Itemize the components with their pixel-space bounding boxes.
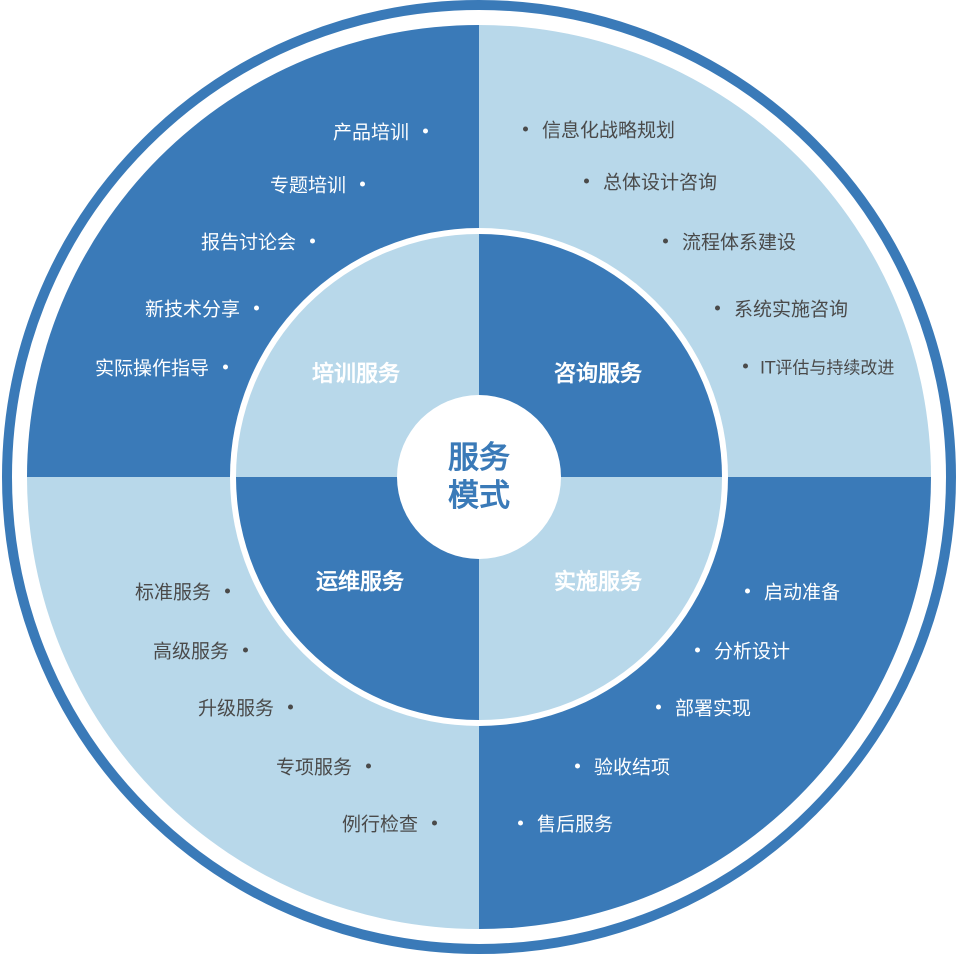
training-item: 报告讨论会 bbox=[201, 228, 315, 255]
bullet-icon bbox=[584, 178, 589, 184]
item-label: 产品培训 bbox=[332, 121, 409, 144]
item-label: 例行检查 bbox=[341, 813, 418, 836]
bullet-icon bbox=[745, 588, 750, 594]
consulting-title: 咨询服务 bbox=[553, 362, 643, 387]
operations-item: 标准服务 bbox=[135, 578, 230, 605]
training-item: 实际操作指导 bbox=[95, 354, 228, 381]
bullet-icon bbox=[366, 763, 371, 769]
item-label: 新技术分享 bbox=[144, 298, 240, 321]
item-label: 高级服务 bbox=[152, 640, 229, 663]
item-label: 专题培训 bbox=[269, 174, 346, 197]
operations-title: 运维服务 bbox=[315, 570, 405, 595]
item-label: 实际操作指导 bbox=[94, 357, 209, 380]
bullet-icon bbox=[310, 238, 315, 244]
bullet-icon bbox=[223, 364, 228, 370]
consulting-item: 总体设计咨询 bbox=[584, 168, 717, 195]
implementation-item: 部署实现 bbox=[656, 694, 751, 721]
bullet-icon bbox=[695, 647, 700, 653]
item-label: 专项服务 bbox=[275, 756, 352, 779]
training-item: 产品培训 bbox=[333, 118, 428, 145]
item-label: 系统实施咨询 bbox=[734, 298, 849, 321]
item-label: 标准服务 bbox=[134, 581, 211, 604]
item-label: 报告讨论会 bbox=[200, 231, 296, 254]
bullet-icon bbox=[663, 238, 668, 244]
operations-item: 专项服务 bbox=[276, 753, 371, 780]
bullet-icon bbox=[243, 647, 248, 653]
bullet-icon bbox=[518, 820, 523, 826]
training-title: 培训服务 bbox=[311, 362, 401, 387]
bullet-icon bbox=[743, 363, 748, 369]
consulting-item: IT评估与持续改进 bbox=[743, 354, 894, 379]
item-label: 分析设计 bbox=[714, 640, 791, 663]
item-label: 信息化战略规划 bbox=[542, 119, 676, 142]
item-label: 启动准备 bbox=[764, 581, 841, 604]
consulting-item: 信息化战略规划 bbox=[523, 116, 675, 143]
operations-item: 高级服务 bbox=[153, 637, 248, 664]
implementation-item: 售后服务 bbox=[518, 810, 613, 837]
bullet-icon bbox=[432, 820, 437, 826]
bullet-icon bbox=[225, 588, 230, 594]
item-label: 售后服务 bbox=[537, 813, 614, 836]
item-label: 验收结项 bbox=[594, 756, 671, 779]
bullet-icon bbox=[575, 763, 580, 769]
item-label: 部署实现 bbox=[675, 697, 752, 720]
training-item: 专题培训 bbox=[270, 171, 365, 198]
implementation-title: 实施服务 bbox=[553, 570, 643, 595]
consulting-item: 系统实施咨询 bbox=[715, 295, 848, 322]
operations-item: 例行检查 bbox=[342, 810, 437, 837]
bullet-icon bbox=[360, 181, 365, 187]
bullet-icon bbox=[423, 128, 428, 134]
center-title-line1: 服务 bbox=[448, 440, 510, 476]
training-item: 新技术分享 bbox=[145, 295, 259, 322]
item-label: 总体设计咨询 bbox=[603, 171, 718, 194]
implementation-item: 验收结项 bbox=[575, 753, 670, 780]
bullet-icon bbox=[254, 305, 259, 311]
implementation-item: 启动准备 bbox=[745, 578, 840, 605]
center-title: 服务 模式 bbox=[448, 439, 510, 515]
item-label: 流程体系建设 bbox=[682, 231, 797, 254]
consulting-item: 流程体系建设 bbox=[663, 228, 796, 255]
bullet-icon bbox=[715, 305, 720, 311]
implementation-item: 分析设计 bbox=[695, 637, 790, 664]
center-circle bbox=[397, 395, 561, 559]
bullet-icon bbox=[523, 126, 528, 132]
operations-item: 升级服务 bbox=[198, 694, 293, 721]
bullet-icon bbox=[656, 704, 661, 710]
item-label: 升级服务 bbox=[197, 697, 274, 720]
item-label: IT评估与持续改进 bbox=[760, 358, 895, 379]
center-title-line2: 模式 bbox=[448, 478, 510, 514]
bullet-icon bbox=[288, 704, 293, 710]
